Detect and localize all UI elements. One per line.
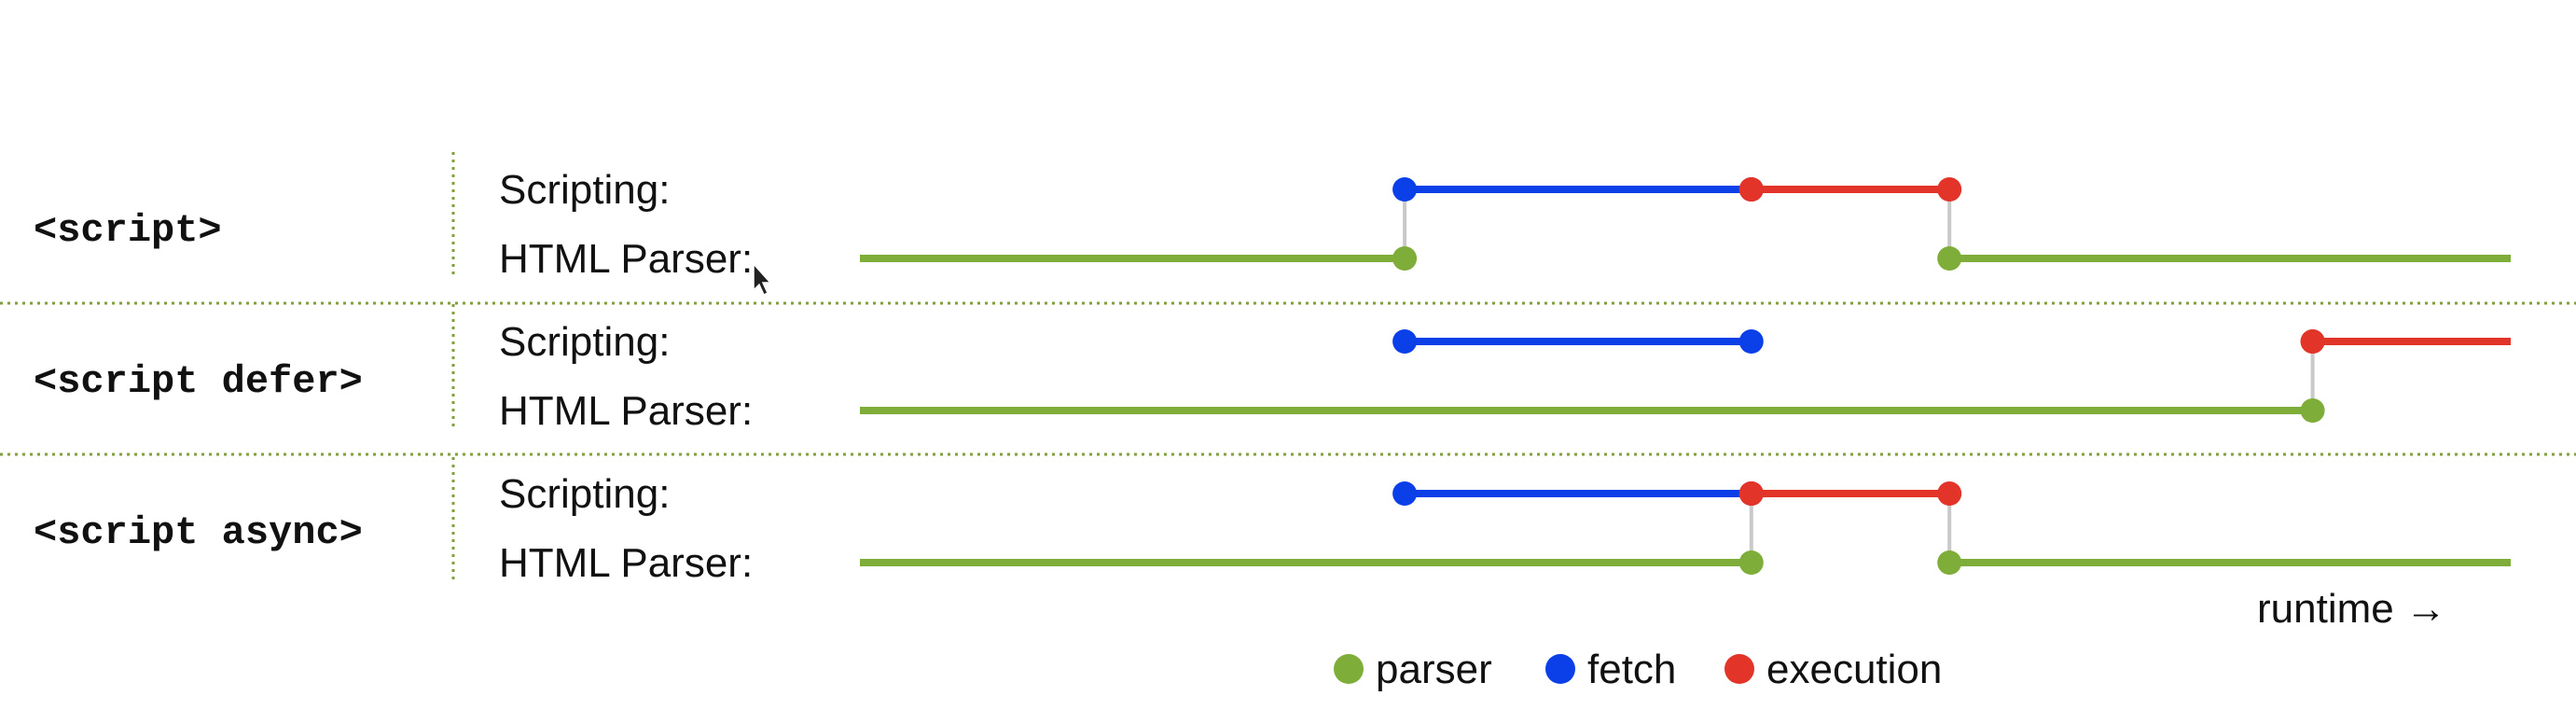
legend-dot-execution xyxy=(1724,654,1754,684)
scripting-dot-end-3-2 xyxy=(1937,481,1962,506)
row-label-parser-3: HTML Parser: xyxy=(499,540,753,586)
scripting-dot-end-2-1 xyxy=(1738,329,1764,354)
legend-label-execution: execution xyxy=(1766,647,1942,692)
execution-start-dot-2-1 xyxy=(2300,329,2325,354)
row-label-parser-2: HTML Parser: xyxy=(499,388,753,434)
parser-dot-1-1 xyxy=(1392,246,1418,271)
execution-start-dot-3-1 xyxy=(1738,481,1764,506)
execution-start-dot-1-1 xyxy=(1738,177,1764,202)
scripting-dot-start-3-1 xyxy=(1392,481,1418,506)
tag-label-script-async: <script async> xyxy=(34,510,363,555)
timeline-layer xyxy=(0,152,2576,583)
axis-label-runtime: runtime → xyxy=(2257,586,2446,632)
row-label-scripting-1: Scripting: xyxy=(499,167,670,213)
parser-dot-3-1 xyxy=(1738,550,1764,575)
parser-dot-3-2 xyxy=(1937,550,1962,575)
legend: parser fetch execution xyxy=(1334,647,1942,692)
legend-label-parser: parser xyxy=(1376,647,1492,692)
tag-label-script-defer: <script defer> xyxy=(34,359,363,404)
scripting-dot-end-1-2 xyxy=(1937,177,1962,202)
scripting-dot-start-1-1 xyxy=(1392,177,1418,202)
scripting-dot-start-2-1 xyxy=(1392,329,1418,354)
mouse-cursor-icon xyxy=(753,262,772,297)
legend-label-fetch: fetch xyxy=(1587,647,1676,692)
row-label-scripting-2: Scripting: xyxy=(499,319,670,365)
parser-dot-1-2 xyxy=(1937,246,1962,271)
row-label-scripting-3: Scripting: xyxy=(499,471,670,517)
legend-dot-parser xyxy=(1334,654,1364,684)
parser-dot-2-1 xyxy=(2300,398,2325,423)
tag-label-script: <script> xyxy=(34,208,222,253)
legend-dot-fetch xyxy=(1545,654,1575,684)
row-label-parser-1: HTML Parser: xyxy=(499,236,753,282)
